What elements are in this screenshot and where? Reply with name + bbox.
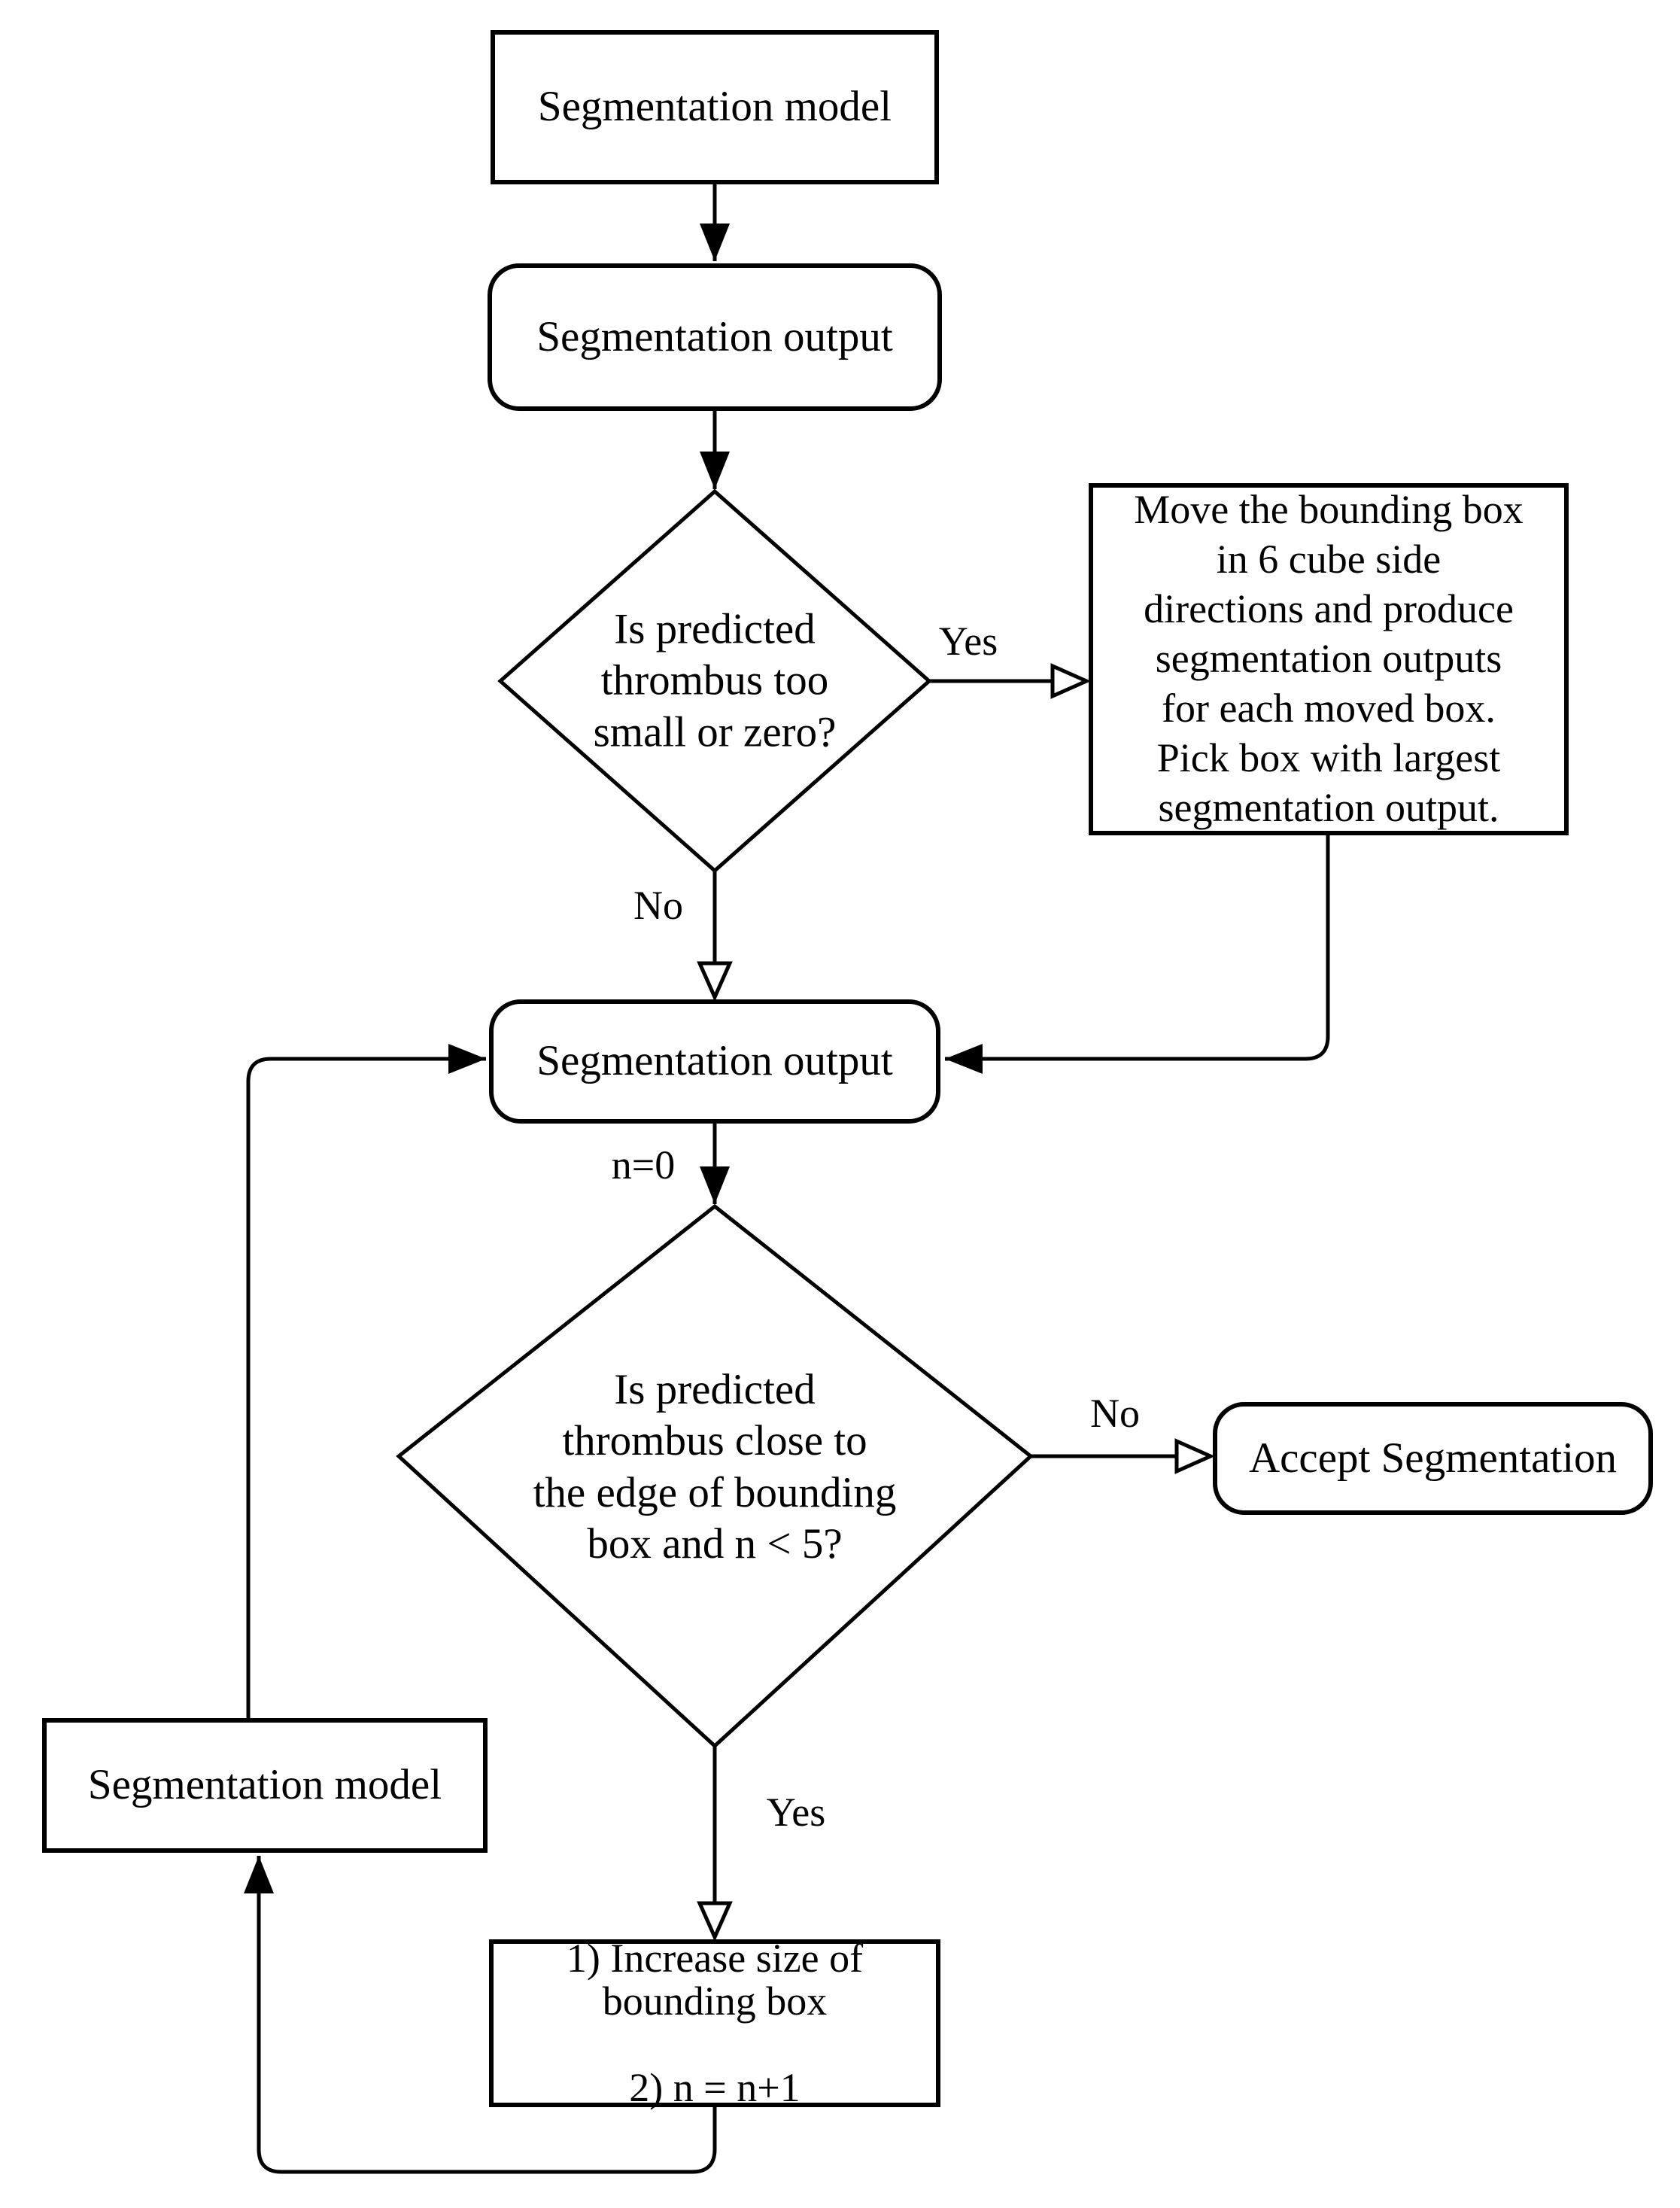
edge-label-yes-2: Yes (766, 1790, 826, 1835)
decision-thrombus-too-small-label: Is predicted thrombus too small or zero? (593, 605, 837, 756)
node-move-bounding-box: Move the bounding box in 6 cube side dir… (1089, 483, 1569, 835)
edge-label-no-1: No (633, 883, 683, 928)
edge-increase-to-bottommodel (244, 1856, 717, 2174)
node-segmentation-output-2: Segmentation output (489, 999, 940, 1124)
node-segmentation-model-bottom: Segmentation model (42, 1718, 488, 1853)
edge-movebox-to-output2 (945, 835, 1330, 1074)
edge-label-yes-1: Yes (938, 619, 998, 664)
edge-bottommodel-to-output2 (246, 1044, 486, 1718)
edge-label-no-2: No (1090, 1391, 1140, 1436)
edge-label-n0: n=0 (611, 1142, 676, 1188)
node-increase-bounding-box: 1) Increase size of bounding box 2) n = … (489, 1936, 940, 2109)
node-segmentation-model-top: Segmentation model (491, 30, 939, 184)
node-accept-segmentation: Accept Segmentation (1213, 1402, 1653, 1515)
decision-thrombus-close-to-edge-diamond (396, 1203, 1034, 1749)
decision-thrombus-too-small-diamond (497, 488, 932, 874)
decision-thrombus-close-to-edge-label: Is predicted thrombus close to the edge … (533, 1366, 897, 1568)
node-segmentation-output-1: Segmentation output (488, 263, 942, 411)
